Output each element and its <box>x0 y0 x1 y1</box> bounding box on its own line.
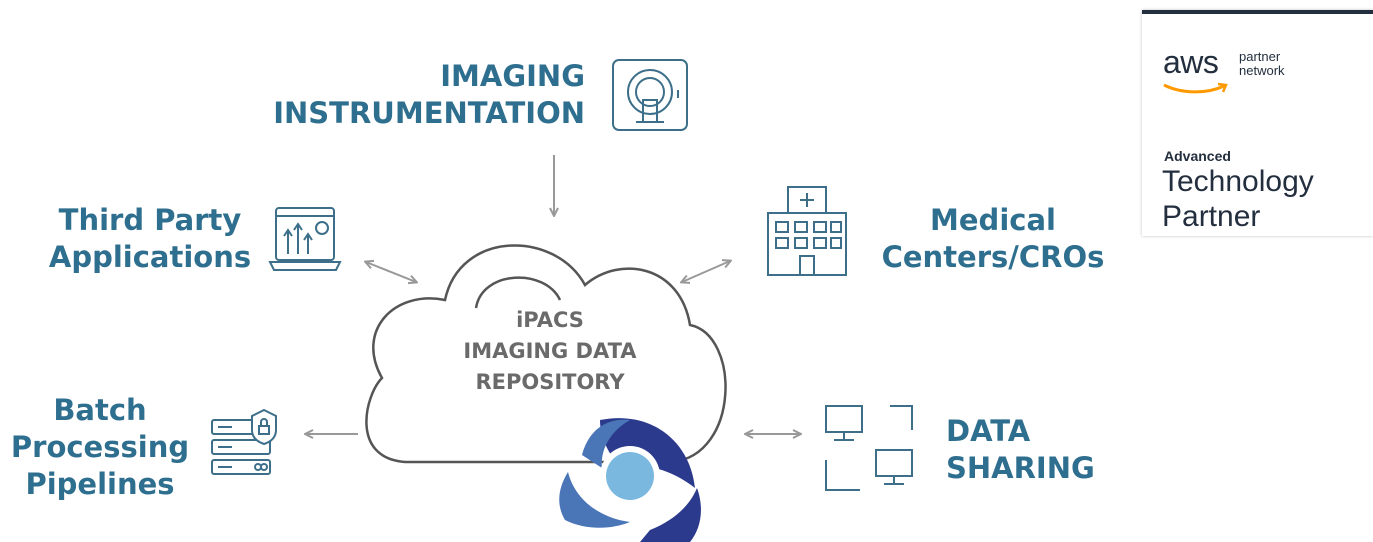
analytics-dashboard-icon <box>268 207 342 271</box>
sharing-label-line1: DATA <box>946 414 1031 448</box>
batch-label-line2: Processing <box>10 430 190 464</box>
hospital-icon <box>767 186 847 276</box>
sharing-label-line2: SHARING <box>946 451 1095 485</box>
data-sharing-label: DATA SHARING <box>946 413 1146 487</box>
connected-monitors-icon <box>825 405 913 491</box>
aws-logo-wordmark: aws <box>1163 44 1219 80</box>
aws-partner-title: Technology Partner <box>1162 164 1314 234</box>
imaging-instrumentation-label: IMAGING INSTRUMENTATION <box>270 58 585 132</box>
imaging-label-line2: INSTRUMENTATION <box>273 96 585 130</box>
batch-processing-label: Batch Processing Pipelines <box>0 392 200 503</box>
batch-label-line1: Batch <box>53 393 147 427</box>
cloud-shape <box>365 244 727 464</box>
medical-label-line1: Medical <box>930 203 1056 237</box>
aws-tier-label: Advanced <box>1164 148 1231 164</box>
batch-label-line3: Pipelines <box>25 467 175 501</box>
repository-label-line3: REPOSITORY <box>475 370 625 394</box>
repository-label: iPACS IMAGING DATA REPOSITORY <box>400 305 700 398</box>
ipacs-logo <box>559 418 701 542</box>
mri-scanner-icon <box>612 59 688 131</box>
repository-label-line2: IMAGING DATA <box>463 339 637 363</box>
third-party-applications-label: Third Party Applications <box>40 202 260 276</box>
repository-label-line1: iPACS <box>516 308 584 332</box>
third-party-label-line2: Applications <box>48 240 252 274</box>
medical-label-line2: Centers/CROs <box>881 240 1105 274</box>
secure-server-icon <box>211 408 277 475</box>
imaging-label-line1: IMAGING <box>440 59 585 93</box>
medical-centers-label: Medical Centers/CROs <box>868 202 1118 276</box>
third-party-label-line1: Third Party <box>58 203 242 237</box>
cloud-inner-arc <box>474 276 562 309</box>
arrow-third-party-repo <box>366 262 416 282</box>
aws-program-line2: network <box>1239 63 1285 78</box>
arrow-medical-repo <box>682 261 730 282</box>
aws-title-line1: Technology <box>1162 165 1314 198</box>
aws-partner-badge: aws partner network Advanced Technology … <box>1142 10 1373 236</box>
aws-smile-icon <box>1163 82 1228 94</box>
aws-program-line1: partner <box>1239 49 1281 64</box>
aws-partner-network-text: partner network <box>1239 50 1285 78</box>
aws-title-line2: Partner <box>1162 200 1261 233</box>
